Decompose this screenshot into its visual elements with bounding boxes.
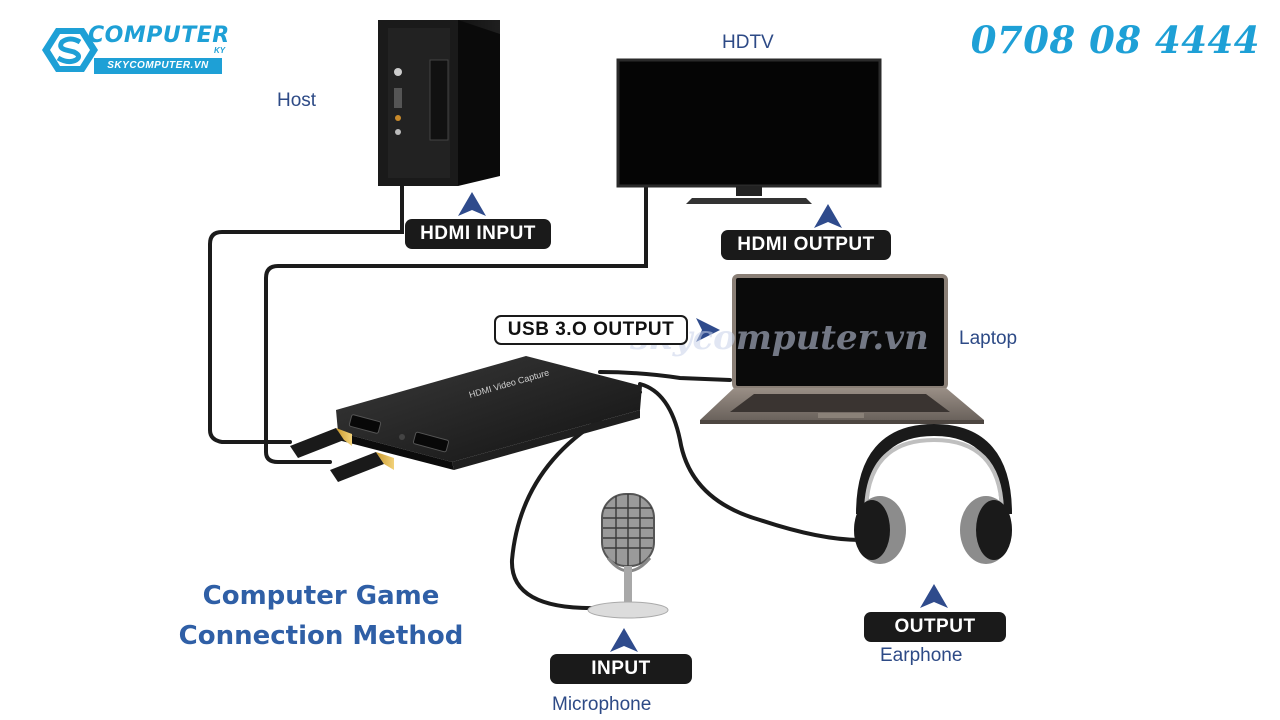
arrow-up-icon (920, 584, 948, 608)
cables (208, 184, 862, 611)
pointer-arrows (458, 192, 948, 652)
host-cable (208, 184, 404, 444)
headphones-icon (854, 423, 1012, 564)
earphone-output-tag: OUTPUT (864, 612, 1006, 642)
brand-suffix: KY (214, 46, 226, 55)
mic-input-tag: INPUT (550, 654, 692, 684)
hdtv-label: HDTV (722, 32, 774, 53)
host-label: Host (277, 90, 317, 111)
caption-line-2: Connection Method (178, 621, 464, 651)
hdmi-input-tag: HDMI INPUT (405, 219, 551, 249)
phone-number: 0708 08 4444 (970, 18, 1260, 62)
hdmi-output-tag: HDMI OUTPUT (721, 230, 891, 260)
earphone-label: Earphone (880, 645, 963, 666)
logo-emblem-icon (42, 28, 98, 72)
microphone-label: Microphone (552, 694, 652, 715)
arrow-up-icon (610, 628, 638, 652)
earphone-cable (638, 382, 862, 542)
usb-output-tag: USB 3.O OUTPUT (494, 315, 688, 345)
usb-cable (598, 370, 732, 382)
arrow-up-icon (458, 192, 486, 216)
capture-box-icon: HDMI Video Capture (336, 356, 642, 470)
arrow-up-icon (814, 204, 842, 228)
caption-line-1: Computer Game (202, 581, 440, 611)
arrow-right-icon (696, 318, 720, 342)
brand-site: SKYCOMPUTER.VN (94, 58, 222, 74)
hdmi-plug-icon (290, 428, 394, 482)
host-pc-tower-icon (378, 20, 500, 186)
hdtv-monitor-icon (616, 58, 882, 204)
laptop-label: Laptop (959, 328, 1018, 349)
microphone-icon (587, 493, 669, 619)
hdtv-cable (264, 184, 648, 464)
laptop-icon (700, 274, 984, 424)
brand-name: COMPUTER (88, 23, 230, 48)
